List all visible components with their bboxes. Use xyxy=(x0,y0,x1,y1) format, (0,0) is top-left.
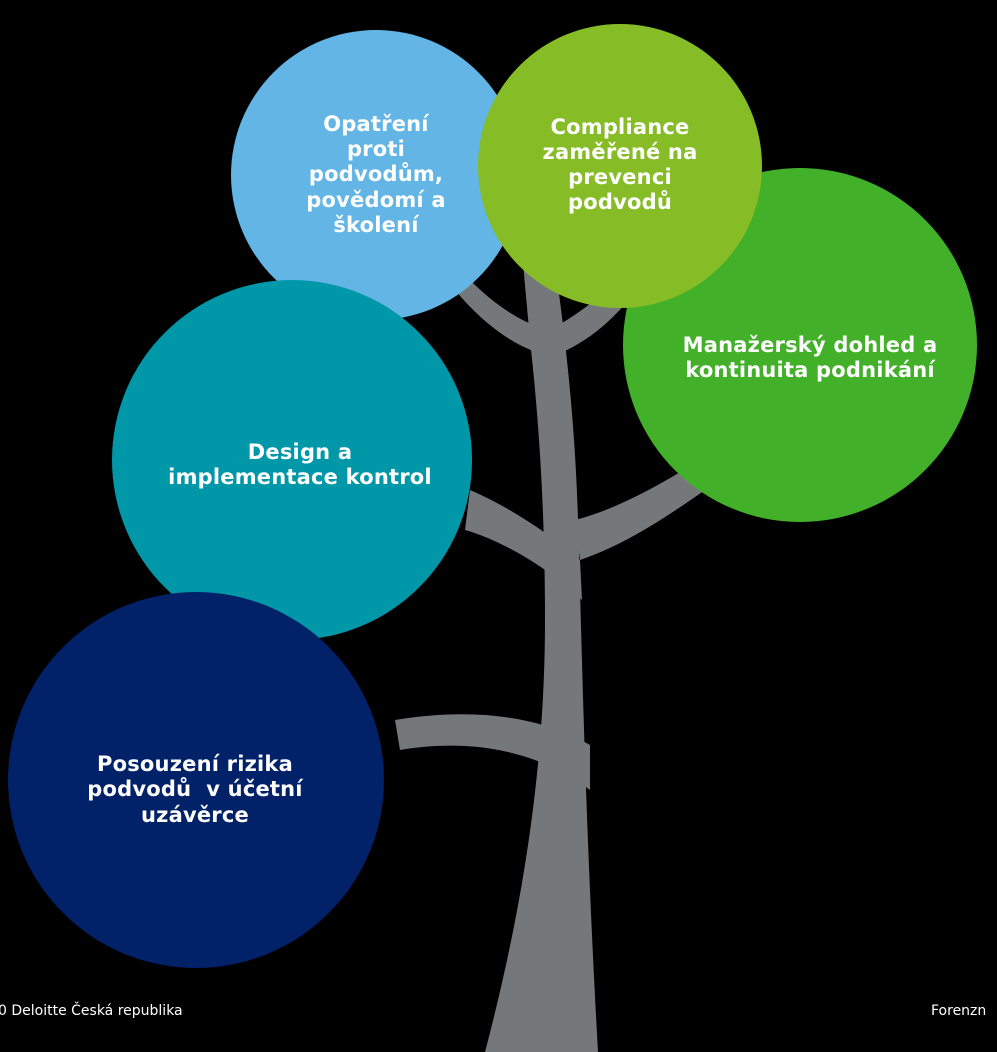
footer-right-text: Forenzn xyxy=(931,1003,987,1019)
fraud-risk-label: Posouzení rizika podvodů v účetní uzávěr… xyxy=(40,735,350,845)
awareness-line-4: povědomí a xyxy=(306,187,446,212)
branch-upper-left xyxy=(455,280,548,355)
circle-awareness xyxy=(231,30,521,320)
awareness-label: Opatření proti podvodům, povědomí a škol… xyxy=(255,75,497,275)
management-line-2: kontinuita podnikání xyxy=(685,358,935,382)
circle-design xyxy=(112,280,472,640)
awareness-line-5: školení xyxy=(333,212,419,237)
compliance-label: Compliance zaměřené na prevenci podvodů xyxy=(505,90,735,240)
compliance-line-1: Compliance xyxy=(550,114,690,139)
design-line-1: Design a xyxy=(247,439,353,464)
management-label: Manažerský dohled a kontinuita podnikání xyxy=(640,318,980,398)
design-line-2: implementace kontrol xyxy=(168,465,432,489)
branch-middle-left xyxy=(465,490,582,600)
fraud-risk-line-1: Posouzení rizika xyxy=(97,752,293,777)
compliance-line-3: prevenci xyxy=(568,165,672,189)
branch-lower-left xyxy=(395,714,590,790)
branch-middle-right xyxy=(575,460,712,560)
trunk-main xyxy=(485,230,598,1052)
compliance-line-2: zaměřené na xyxy=(542,139,698,164)
circle-fraud-risk xyxy=(8,592,384,968)
circle-compliance xyxy=(478,24,762,308)
management-line-1: Manažerský dohled a xyxy=(682,332,938,357)
design-label: Design a implementace kontrol xyxy=(130,425,470,505)
compliance-line-4: podvodů xyxy=(567,190,672,215)
fraud-risk-line-3: uzávěrce xyxy=(141,802,249,827)
awareness-line-2: proti xyxy=(346,137,406,162)
awareness-line-1: Opatření xyxy=(323,112,429,137)
awareness-line-3: podvodům, xyxy=(308,162,444,187)
fraud-risk-line-2: podvodů v účetní xyxy=(87,777,303,802)
footer-copyright: 0 Deloitte Česká republika xyxy=(0,1003,183,1019)
